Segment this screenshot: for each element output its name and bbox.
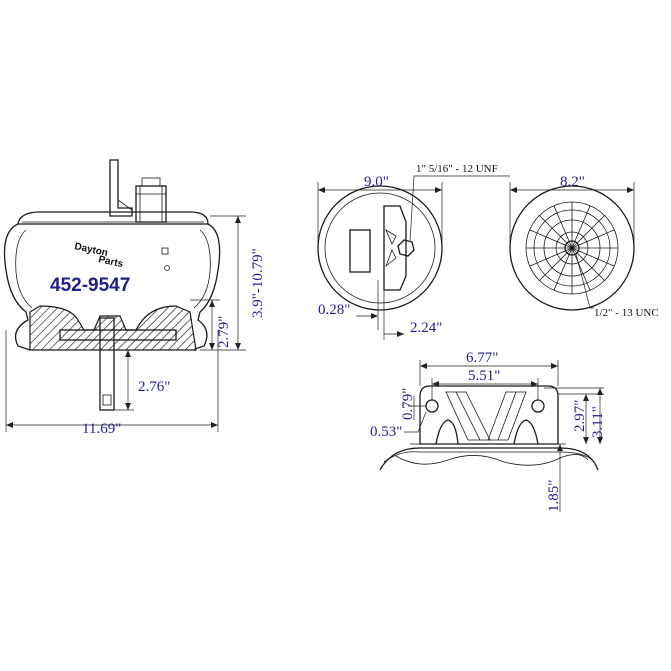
dim-hole-dia: 0.53" [370, 424, 402, 440]
dim-base-height: 2.79" [216, 316, 232, 348]
dim-bracket-h1: 2.97" [572, 400, 588, 432]
dim-hole-height: 0.79" [400, 388, 416, 420]
bellows-left-outline [3, 223, 31, 351]
dim-height-range: 3.9"-10.79" [250, 248, 266, 318]
dim-top-plate-dia: 9.0" [364, 174, 389, 190]
dim-hole-spacing: 5.51" [468, 368, 500, 384]
top-view: 9.0" 1" 5/16" - 12 UNF 0.28" 2.24" [317, 163, 510, 340]
dim-mount-height: 1.85" [546, 480, 562, 512]
part-number: 452-9547 [50, 275, 130, 296]
dim-offset-b: 2.24" [410, 320, 442, 336]
piston-ribs [526, 202, 618, 294]
bracket-view: 6.77" 5.51" 0.79" 0.53" 2.97" 3.11" 1.85… [370, 350, 606, 512]
fitting-hex [397, 239, 415, 257]
dim-overall-width: 11.69" [82, 421, 121, 437]
bottom-view: 8.2" 1/2" - 13 UNC [509, 174, 659, 319]
stud [99, 317, 115, 411]
piston-section [29, 305, 197, 351]
dim-stud-length: 2.76" [138, 379, 170, 395]
bracket-hole-left [425, 399, 439, 413]
top-plate [17, 211, 209, 225]
brand-line2: Parts [97, 254, 124, 270]
dim-piston-dia: 8.2" [560, 174, 585, 190]
top-bracket-outline [383, 205, 407, 291]
top-plate-outer [317, 185, 443, 311]
side-view: Dayton Parts 452-9547 11.69" 3.9"-10.79"… [3, 159, 266, 437]
dim-bracket-width: 6.77" [466, 350, 498, 366]
dim-bracket-h2: 3.11" [590, 406, 606, 438]
mount-surface [379, 447, 599, 471]
bracket-hole-right [531, 399, 545, 413]
bottom-thread: 1/2" - 13 UNC [594, 307, 659, 319]
dim-offset-a: 0.28" [318, 302, 350, 318]
air-fitting [135, 185, 167, 223]
top-bracket [109, 159, 133, 217]
top-plate-slot [349, 229, 371, 273]
air-fitting-thread: 1" 5/16" - 12 UNF [416, 163, 498, 175]
bracket-body [419, 385, 559, 445]
bellows-right-outline [191, 223, 221, 351]
